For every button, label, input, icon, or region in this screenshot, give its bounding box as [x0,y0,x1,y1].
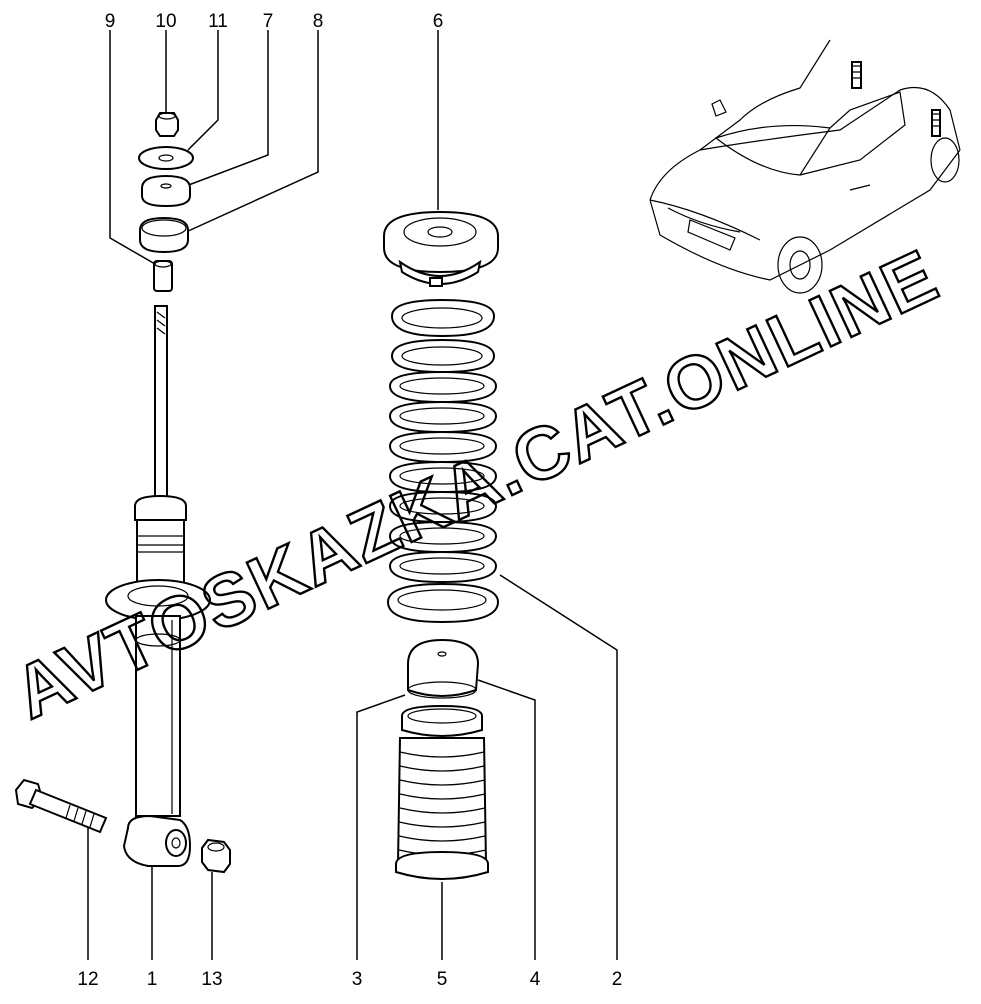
boot-cap-part-3 [401,704,483,737]
callout-13: 13 [201,969,222,990]
callout-7: 7 [263,11,274,32]
callout-12: 12 [77,969,98,990]
cushion-part-8 [139,216,189,254]
leader-lines [79,30,618,960]
callout-9: 9 [105,11,116,32]
callout-6: 6 [433,11,444,32]
callout-8: 8 [313,11,324,32]
spacer-sleeve-part-9 [153,260,173,292]
callout-5: 5 [437,969,448,990]
upper-spring-insulator-part-6 [383,210,499,287]
callout-11: 11 [208,11,228,32]
callout-labels: 9 10 11 7 8 6 12 1 13 3 5 4 2 [77,11,622,990]
washer-part-11 [138,146,194,170]
callout-10: 10 [155,11,176,32]
callout-1: 1 [147,969,158,990]
callout-2: 2 [612,969,623,990]
bump-stop-part-4 [407,638,480,699]
nut-part-10 [155,112,179,137]
shock-absorber-part-1 [105,305,211,867]
callout-4: 4 [530,969,541,990]
cushion-part-7 [141,174,191,208]
callout-3: 3 [352,969,363,990]
bolt-part-12 [14,778,108,834]
vehicle-location-sketch [649,39,961,294]
protective-boot-part-5 [395,737,489,880]
coil-spring-part-2 [386,298,500,624]
nut-part-13 [201,838,231,874]
